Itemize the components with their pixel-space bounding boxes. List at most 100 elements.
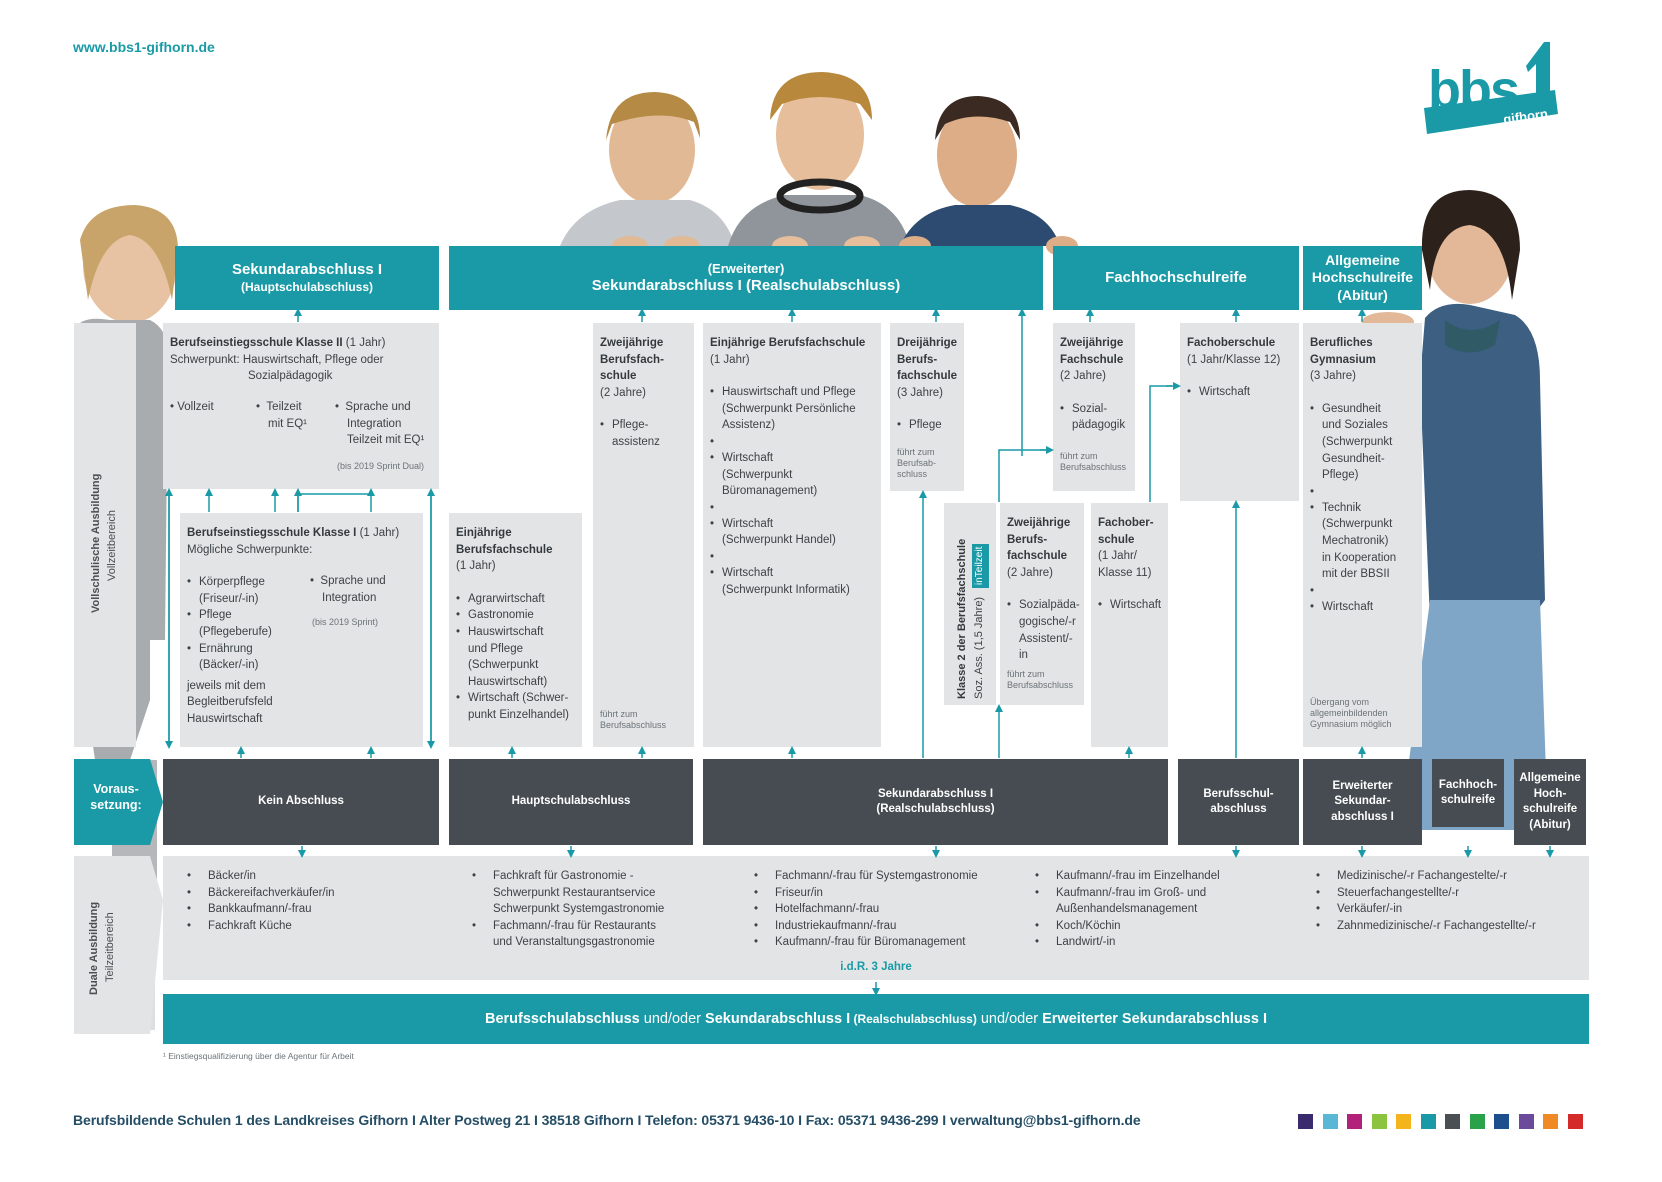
list-item: Zahnmedizinische/-r Fachangestellte/-r bbox=[1312, 918, 1536, 935]
list-item: Medizinische/-r Fachangestelte/-r bbox=[1312, 868, 1536, 885]
box-title: Dreijährige bbox=[897, 337, 958, 349]
color-swatch bbox=[1494, 1114, 1509, 1129]
list-item: Landwirt/-in bbox=[1031, 934, 1220, 951]
color-swatch bbox=[1469, 1114, 1485, 1129]
header-realschulabschluss: (Erweiterter) Sekundarabschluss I (Reals… bbox=[449, 246, 1043, 310]
prereq-berufsschulabschluss: Berufsschul-abschluss bbox=[1178, 759, 1299, 845]
header-prefix: (Erweiterter) bbox=[707, 260, 785, 276]
list-item: •Körperpflege(Friseur/-in) bbox=[187, 576, 265, 605]
color-swatch bbox=[1567, 1114, 1583, 1129]
list-item: Wirtschaft (Schwer-punkt Einzelhandel) bbox=[456, 690, 576, 723]
svg-text:gifhorn: gifhorn bbox=[1502, 106, 1548, 127]
box-duration: (1 Jahr) bbox=[710, 353, 750, 366]
list-item: Wirtschaft(Schwerpunkt Informatik) bbox=[710, 565, 875, 598]
bbs1-logo: bbs gifhorn bbox=[1418, 38, 1568, 142]
list-item: Gastronomie bbox=[456, 607, 576, 624]
list-item: Wirtschaft bbox=[1187, 384, 1293, 401]
box-intro: Mögliche Schwerpunkte: bbox=[187, 543, 313, 556]
list-item: Kaufmann/-frau für Büromanagement bbox=[750, 934, 978, 951]
list-item: Wirtschaft(Schwerpunkt Handel) bbox=[710, 516, 875, 549]
box-berufseinstiegsschule-1: Berufseinstiegsschule Klasse I (1 Jahr) … bbox=[180, 513, 423, 747]
list-item: Fachkraft Küche bbox=[183, 918, 335, 935]
box-focus-2: Sozialpädagogik bbox=[248, 370, 333, 383]
color-swatch bbox=[1420, 1114, 1436, 1129]
list-item: Fachmann/-frau für Systemgastronomie bbox=[750, 868, 978, 885]
dual-duration: i.d.R. 3 Jahre bbox=[840, 961, 912, 973]
prereq-kein-abschluss: Kein Abschluss bbox=[163, 759, 439, 845]
box-duration: (2 Jahre) bbox=[1060, 370, 1107, 383]
header-line1: Allgemeine bbox=[1325, 251, 1400, 268]
header-subtitle: (Hauptschulabschluss) bbox=[240, 279, 374, 294]
box-berufseinstiegsschule-2: Berufseinstiegsschule Klasse II (1 Jahr)… bbox=[163, 323, 439, 489]
list-item: Sozial-pädagogik bbox=[1060, 401, 1129, 434]
list-item: Kaufmann/-frau im Groß- undAußenhandelsm… bbox=[1031, 885, 1220, 918]
box-note: (bis 2019 Sprint) bbox=[312, 617, 379, 627]
color-swatch bbox=[1298, 1114, 1313, 1129]
box-title: Zweijährige bbox=[1007, 517, 1071, 529]
box-duration: (1 Jahr) bbox=[456, 560, 496, 573]
footer-contact: Berufsbildende Schulen 1 des Landkreises… bbox=[73, 1112, 1141, 1128]
side-label-voraussetzung: Voraus- setzung: bbox=[90, 782, 142, 812]
list-item: Hotelfachmann/-frau bbox=[750, 901, 978, 918]
color-swatch bbox=[1518, 1114, 1534, 1129]
website-url[interactable]: www.bbs1-gifhorn.de bbox=[73, 39, 215, 55]
prereq-realschulabschluss: Sekundarabschluss I(Realschulabschluss) bbox=[703, 759, 1168, 845]
list-item: Hauswirtschaft und Pflege(Schwerpunkt Pe… bbox=[710, 384, 875, 434]
header-line2: Hochschulreife bbox=[1311, 269, 1414, 286]
list-item: Pflege bbox=[897, 417, 958, 434]
dual-ausbildung-panel: Bäcker/in Bäckereifachverkäufer/in Bankk… bbox=[163, 856, 1589, 980]
list-item: •Ernährung(Bäcker/-in) bbox=[187, 642, 259, 672]
box-title: Zweijährige bbox=[600, 337, 664, 349]
list-item: Bäcker/in bbox=[183, 868, 335, 885]
prereq-hauptschulabschluss: Hauptschulabschluss bbox=[449, 759, 693, 845]
final-abschluss-bar: Berufsschulabschluss und/oder Sekundarab… bbox=[163, 994, 1589, 1044]
list-item: Fachkraft für Gastronomie -Schwerpunkt R… bbox=[468, 868, 664, 918]
box-fachoberschule-11: Fachober-schule (1 Jahr/Klasse 11) Wirts… bbox=[1091, 503, 1168, 747]
box-title: Zweijährige bbox=[1060, 337, 1124, 349]
header-line3: (Abitur) bbox=[1337, 286, 1388, 303]
header-title: Sekundarabschluss I (Realschulabschluss) bbox=[591, 276, 901, 294]
prereq-fachhochschulreife: Fachhoch-schulreife bbox=[1432, 759, 1504, 827]
header-title: Fachhochschulreife bbox=[1105, 268, 1247, 286]
list-item: Wirtschaft bbox=[1310, 599, 1416, 616]
box-title: Fachoberschule bbox=[1187, 337, 1276, 349]
list-item: Bankkaufmann/-frau bbox=[183, 901, 335, 918]
box-einjaehrige-berufsfachschule-2: Einjährige Berufsfachschule (1 Jahr) Hau… bbox=[703, 323, 881, 747]
box-duration: (2 Jahre) bbox=[600, 386, 647, 399]
box-focus: Schwerpunkt: Hauswirtschaft, Pflege oder bbox=[170, 353, 384, 366]
list-item: Industriekaufmann/-frau bbox=[750, 918, 978, 935]
header-sekundarabschluss-hauptschule: Sekundarabschluss I (Hauptschulabschluss… bbox=[175, 246, 439, 310]
color-swatch bbox=[1445, 1114, 1460, 1129]
header-allgemeine-hochschulreife: Allgemeine Hochschulreife (Abitur) bbox=[1303, 246, 1422, 310]
box-klasse-2-berufsfachschule: Klasse 2 der Berufsfachschule Soz. Ass. … bbox=[944, 503, 996, 705]
color-swatch bbox=[1371, 1114, 1387, 1129]
list-item: Pflege-assistenz bbox=[600, 417, 688, 450]
header-fachhochschulreife: Fachhochschulreife bbox=[1053, 246, 1299, 310]
box-duration: (1 Jahr/Klasse 11) bbox=[1098, 550, 1152, 579]
box-title: Berufliches bbox=[1310, 337, 1373, 349]
box-duration: (3 Jahre) bbox=[897, 386, 944, 399]
color-swatch bbox=[1543, 1114, 1558, 1129]
box-title: Fachober- bbox=[1098, 517, 1154, 529]
box-duration: (1 Jahr/Klasse 12) bbox=[1187, 353, 1281, 366]
list-item: Verkäufer/-in bbox=[1312, 901, 1536, 918]
box-duration: (3 Jahre) bbox=[1310, 370, 1357, 383]
